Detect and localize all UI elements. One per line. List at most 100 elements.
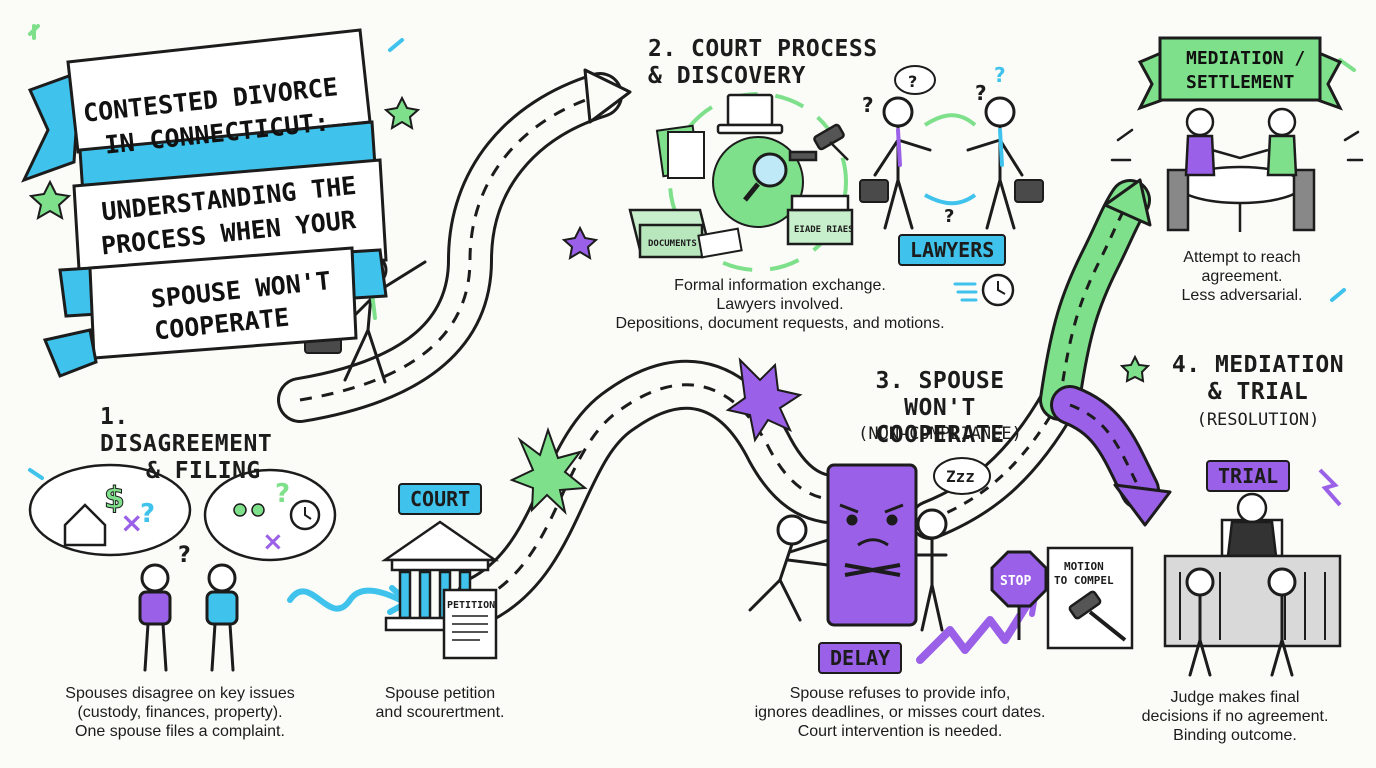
thought-bubble-custody — [203, 468, 337, 562]
svg-text:?: ? — [140, 499, 155, 529]
step1-desc-line-3: One spouse files a complaint. — [75, 723, 285, 740]
step4-title-line-2: & TRIAL — [1207, 379, 1309, 405]
step4-subtitle: (RESOLUTION) — [1196, 410, 1320, 430]
mediation-table — [1166, 107, 1316, 232]
settlement-desc-line-1: Attempt to reach — [1183, 249, 1301, 266]
settlement-description: Attempt to reach agreement. Less adversa… — [1160, 248, 1324, 305]
road-segment-3 — [910, 380, 1080, 540]
title-banner — [21, 28, 388, 378]
step4-title-line-1: 4. MEDIATION — [1171, 352, 1345, 378]
briefcase-icon — [859, 179, 889, 203]
settlement-banner-line-1: MEDIATION / — [1186, 48, 1305, 69]
step3-desc-line-1: Spouse refuses to provide info, — [789, 685, 1011, 702]
step4-description: Judge makes final decisions if no agreem… — [1120, 688, 1350, 745]
sleep-text: Zzz — [946, 467, 975, 486]
gavel-icon — [1068, 590, 1127, 642]
star-icon — [561, 225, 599, 260]
step4-desc-line-3: Binding outcome. — [1173, 727, 1297, 744]
road-segment-2 — [455, 359, 885, 625]
magnifier-icon — [743, 152, 788, 202]
svg-text:?: ? — [275, 479, 290, 509]
burst-green-1 — [509, 426, 588, 515]
box-label-files: EIADE RIAES — [794, 225, 854, 235]
lawyer-figures — [873, 96, 1024, 230]
step2-title-line-2: & DISCOVERY — [648, 63, 806, 89]
step1-desc-line-1: Spouses disagree on key issues — [65, 685, 295, 702]
box-label-documents: DOCUMENTS — [648, 239, 697, 249]
svg-text:?: ? — [975, 81, 987, 105]
petition-label: PETITION — [447, 600, 495, 611]
spouse-figures — [138, 563, 239, 672]
step3-description: Spouse refuses to provide info, ignores … — [720, 684, 1080, 741]
svg-text:?: ? — [178, 543, 191, 568]
star-icon — [28, 179, 72, 221]
purple-path-to-trial — [1050, 385, 1172, 527]
dollar-icon: $ — [104, 481, 125, 516]
courtroom — [1163, 492, 1342, 648]
step1-desc-line-2: (custody, finances, property). — [77, 704, 283, 721]
step2-title: 2. COURT PROCESS & DISCOVERY — [648, 36, 888, 90]
box-files — [786, 194, 854, 246]
svg-text:?: ? — [908, 72, 917, 91]
settlement-banner-line-2: SETTLEMENT — [1186, 72, 1295, 93]
motion-line-1: MOTION — [1064, 560, 1104, 573]
court-description: Spouse petition and scourertment. — [360, 684, 520, 722]
step2-desc-line-3: Depositions, document requests, and moti… — [615, 315, 945, 332]
burst-purple-1 — [725, 357, 803, 443]
step3-title: 3. SPOUSE WON'T COOPERATE — [840, 368, 1040, 449]
step2-desc-line-1: Formal information exchange. — [674, 277, 886, 294]
court-desc-line-1: Spouse petition — [384, 685, 496, 702]
discovery-cycle — [668, 92, 848, 272]
stop-sign-text: STOP — [1000, 574, 1031, 589]
delay-tag: DELAY — [818, 642, 903, 674]
swirl-arrow — [287, 587, 403, 612]
step3-title-line-2: COOPERATE — [875, 422, 1005, 448]
paper-pile — [697, 227, 743, 259]
step1-title-line-2: & FILING — [146, 458, 261, 484]
settlement-desc-line-2: agreement. — [1201, 268, 1283, 285]
house-icon — [63, 503, 107, 547]
step3-subtitle: (NON-COMPLIANCE) — [858, 424, 1022, 444]
svg-text:×: × — [120, 506, 143, 539]
star-icon — [383, 95, 421, 130]
step1-title: 1. DISAGREEMENT & FILING — [100, 404, 300, 485]
step3-title-line-1: 3. SPOUSE WON'T — [875, 368, 1005, 421]
step2-description: Formal information exchange. Lawyers inv… — [570, 276, 990, 333]
box-documents — [628, 208, 712, 259]
svg-text:×: × — [262, 527, 284, 557]
svg-text:?: ? — [994, 63, 1006, 87]
sleep-bubble — [933, 457, 991, 495]
road-arrowhead-1 — [583, 68, 632, 124]
step3-desc-line-3: Court intervention is needed. — [797, 723, 1003, 740]
step4-desc-line-2: decisions if no agreement. — [1141, 708, 1329, 725]
step4-title: 4. MEDIATION & TRIAL — [1168, 352, 1348, 406]
star-icon — [1119, 354, 1151, 383]
lawyers-tag: LAWYERS — [898, 234, 1007, 266]
step3-desc-line-2: ignores deadlines, or misses court dates… — [754, 704, 1046, 721]
court-tag: COURT — [398, 483, 483, 515]
stop-sign-icon — [990, 550, 1048, 608]
step4-desc-line-1: Judge makes final — [1170, 689, 1300, 706]
laptop-icon — [716, 93, 784, 135]
briefcase-icon — [1014, 179, 1044, 203]
trial-tag: TRIAL — [1206, 460, 1291, 492]
document-stack — [655, 124, 705, 179]
step1-title-line-1: 1. DISAGREEMENT — [100, 404, 273, 457]
svg-text:?: ? — [862, 93, 874, 117]
obstacle-block — [826, 463, 918, 627]
pushing-figure — [748, 514, 830, 622]
step1-description: Spouses disagree on key issues (custody,… — [40, 684, 320, 741]
trial-parties — [1185, 567, 1297, 677]
stubborn-figure — [916, 508, 948, 632]
road-segment-1 — [277, 68, 632, 423]
settlement-banner — [1136, 36, 1344, 111]
svg-text:?: ? — [944, 206, 954, 227]
settlement-desc-line-3: Less adversarial. — [1181, 287, 1303, 304]
step2-desc-line-2: Lawyers involved. — [716, 296, 844, 313]
gavel-icon — [788, 123, 849, 162]
court-desc-line-2: and scourertment. — [375, 704, 505, 721]
green-path-to-settlement — [1039, 178, 1152, 421]
step2-title-line-1: 2. COURT PROCESS — [648, 36, 878, 62]
